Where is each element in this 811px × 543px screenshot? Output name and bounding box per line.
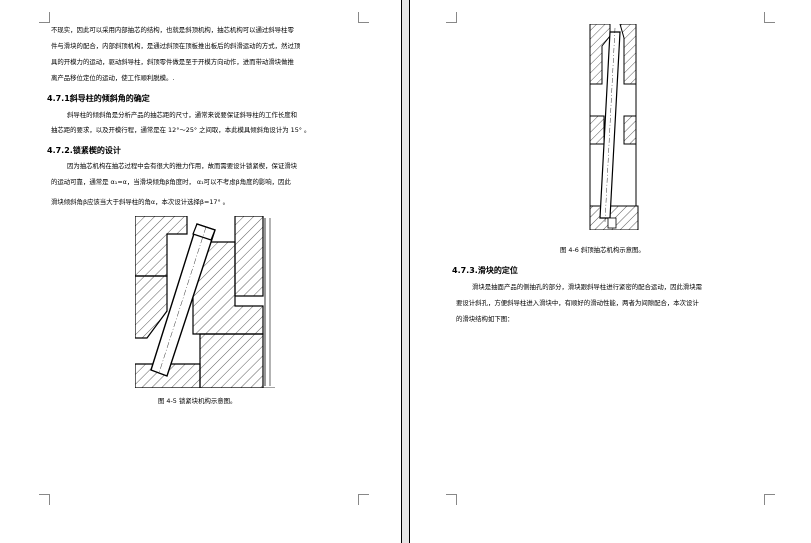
body-text-line: 抽芯距的要求，以及开模行程，通常是在 12°～25° 之间取，本此模具倾斜角设计… [51,126,311,134]
body-text-line: 的滑块结构如下图： [456,315,514,323]
section-heading: 4.7.3.滑块的定位 [452,266,518,275]
body-text-line: 离产品移位定位的运动，使工作顺利脱模。. [51,74,175,82]
body-text-line: 滑块倾斜角β应该当大于斜导柱的角α，本次设计选择β=17° 。 [51,198,230,206]
figure-caption: 图 4-6 斜顶抽芯机构示意图。 [560,246,645,254]
right-page: 图 4-6 斜顶抽芯机构示意图。 4.7.3.滑块的定位 滑块是抽面产品的侧抽孔… [410,0,811,543]
crop-mark [446,494,457,505]
body-text-line: 因为抽芯机构在抽芯过程中会有很大的推力作用，故而需要设计锁紧楔，保证滑块 [67,162,298,170]
body-text-line: 要设计斜孔，方便斜导柱进入滑块中，有顺好的滑动性能，两者为间隙配合，本次设计 [456,299,699,307]
page-gutter [401,0,410,543]
figure-caption: 图 4-5 锁紧块机构示意图。 [158,397,237,405]
body-text-line: 的运动可靠，通常是 α₁=α，当滑块倾角β角度时， α₁可以不考虑β角度的影响，… [51,178,291,186]
body-text-line: 不现实，因此可以采用内部抽芯的结构，也就是斜顶机构，抽芯机构可以通过斜导柱零 [51,26,294,34]
body-text-line: 斜导柱的倾斜角是分析产品的抽芯距的尺寸，通常来说要保证斜导柱的工作长度和 [67,111,298,119]
crop-mark [764,12,775,23]
left-page: 不现实，因此可以采用内部抽芯的结构，也就是斜顶机构，抽芯机构可以通过斜导柱零 件… [0,0,401,543]
body-text-line: 滑块是抽面产品的侧抽孔的部分，滑块跟斜导柱进行紧密的配合运动，因此滑块需 [472,283,703,291]
crop-mark [39,494,50,505]
angled-lifter-drawing [589,24,639,230]
crop-mark [358,12,369,23]
crop-mark [358,494,369,505]
crop-mark [39,12,50,23]
section-heading: 4.7.2.锁紧楔的设计 [47,146,121,155]
crop-mark [446,12,457,23]
locking-wedge-drawing [135,216,275,388]
body-text-line: 件与滑块的配合，内部斜顶机构，是通过斜顶在顶板推出板后的斜滑运动的方式，然过顶 [51,42,301,50]
section-heading: 4.7.1斜导柱的倾斜角的确定 [47,94,150,103]
crop-mark [764,494,775,505]
body-text-line: 具的开模力的运动，驱动斜导柱，斜顶零件做是至于开模方向动作，进而带动滑块做推 [51,58,294,66]
